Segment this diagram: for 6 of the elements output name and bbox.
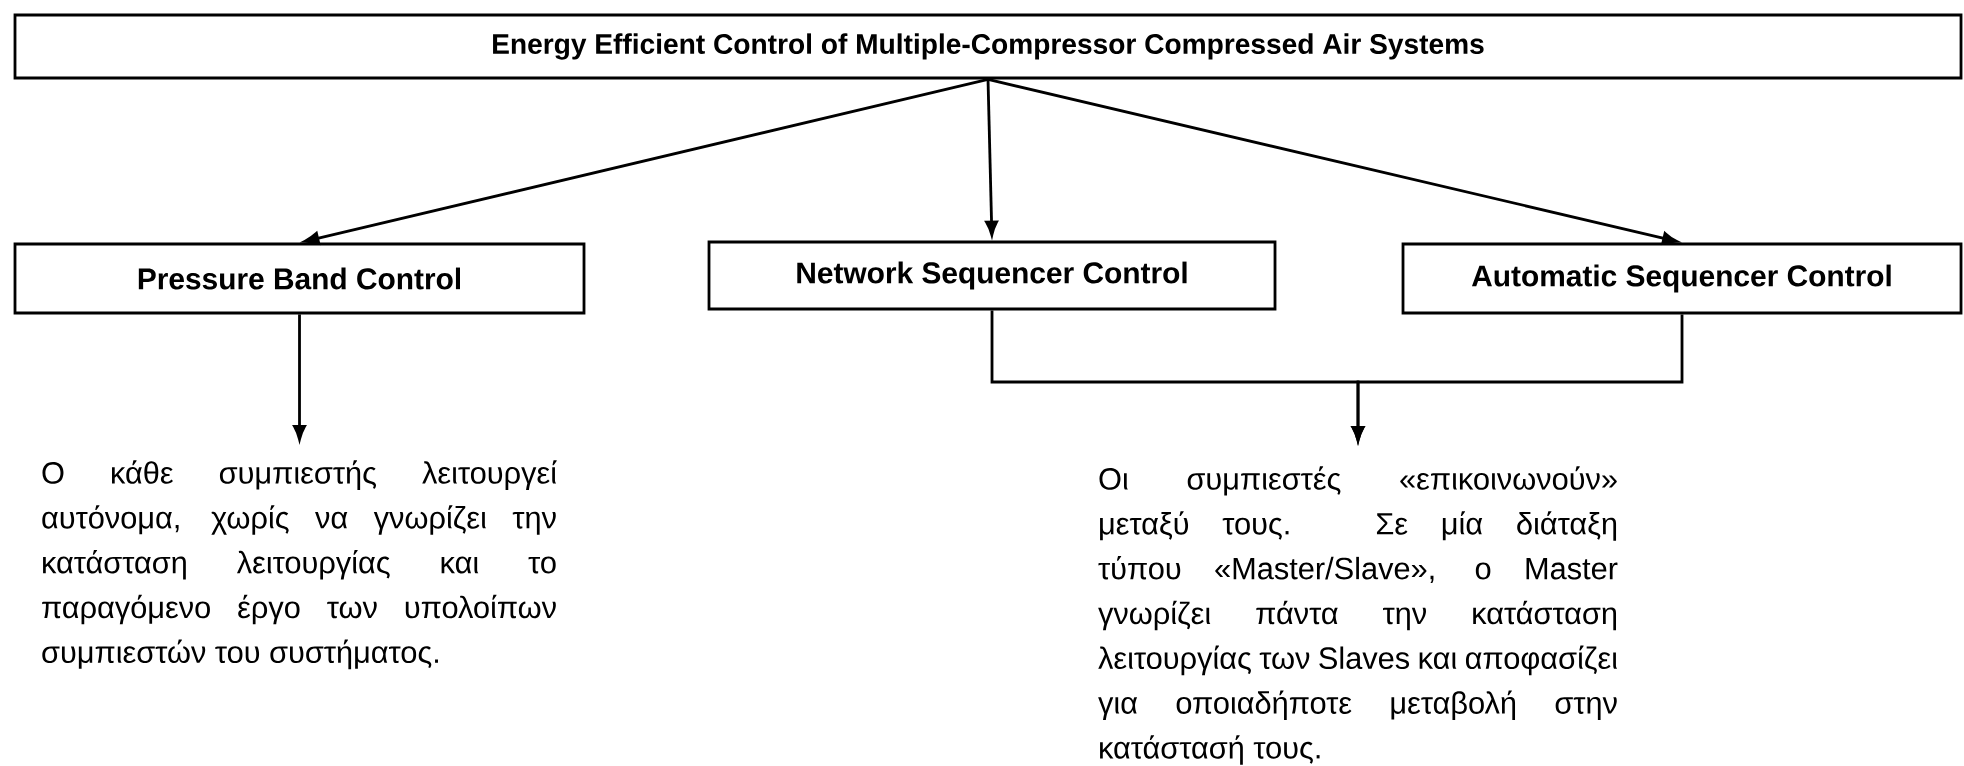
process-box: Automatic Sequencer Control [1401, 242, 1963, 315]
description-text: Οι συμπιεστές «επικοινωνούν» μεταξύ τους. Σε μία διάταξη τύπου «Master/Slave», ο Master γνωρίζει πάντα την κατάσταση λειτουργίας των Slaves και αποφασίζει για οποιαδήποτε μεταβολή στην κατάστασή τους. [1098, 466, 1618, 765]
process-box: Energy Efficient Control of Multiple-Compressor Compressed Air Systems [13, 13, 1963, 80]
process-box: Network Sequencer Control [707, 240, 1277, 311]
description-text: Ο κάθε συμπιεστής λειτουργεί αυτόνομα, χωρίς να γνωρίζει την κατάσταση λειτουργίας και το παραγόμενο έργο των υπολοίπων συμπιεστών του συστήματος. [42, 460, 557, 670]
process-box: Pressure Band Control [13, 242, 586, 315]
